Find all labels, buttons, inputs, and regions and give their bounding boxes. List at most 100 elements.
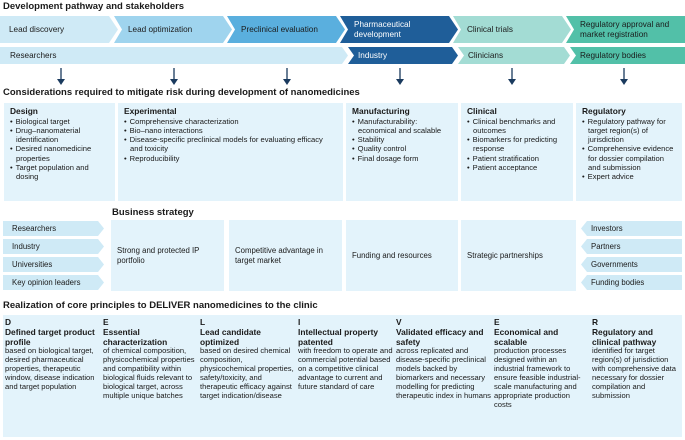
deliver-text: across replicated and disease-specific p… <box>396 346 491 400</box>
considerations-title: Considerations required to mitigate risk… <box>3 87 360 98</box>
consideration-item: Biomarkers for predicting response <box>467 135 567 153</box>
business-left-label: Key opinion leaders <box>12 278 81 287</box>
down-arrow-icon <box>170 68 178 85</box>
business-right-chevron: Funding bodies <box>581 275 682 290</box>
deliver-letter: I <box>298 317 301 327</box>
stage-chevron: Pharmaceutical development <box>340 16 458 43</box>
deliver-letter: E <box>103 317 109 327</box>
stage-label: Pharmaceutical development <box>354 20 411 39</box>
deliver-text: based on biological target, desired phar… <box>5 346 95 392</box>
stakeholder-label: Industry <box>358 51 388 60</box>
business-left-chevron: Key opinion leaders <box>3 275 104 290</box>
consideration-box-manufacturing: ManufacturingManufacturability: economic… <box>346 103 458 201</box>
business-right-chevron: Partners <box>581 239 682 254</box>
stage-label: Lead discovery <box>9 24 65 34</box>
business-right-chevron: Investors <box>581 221 682 236</box>
deliver-text: production processes designed within an … <box>494 346 581 409</box>
stage-label: Clinical trials <box>467 24 513 34</box>
deliver-heading: Intellectual property patented <box>298 326 379 347</box>
stage-chevron: Lead optimization <box>114 16 232 43</box>
consideration-item: Expert advice <box>582 172 676 181</box>
deliver-heading: Economical and scalable <box>494 326 559 347</box>
business-left-chevron: Universities <box>3 257 104 272</box>
stakeholder-bar: Industry <box>348 47 458 64</box>
business-strategy-cell: Competitive advantage in target market <box>229 220 342 291</box>
stage-chevron: Preclinical evaluation <box>227 16 345 43</box>
consideration-item: Patient acceptance <box>467 163 567 172</box>
business-strategy-cell: Strategic partnerships <box>461 220 576 291</box>
deliver-letter: V <box>396 317 402 327</box>
deliver-text: with freedom to operate and commercial p… <box>298 346 393 392</box>
business-right-label: Investors <box>591 224 623 233</box>
consideration-item: Final dosage form <box>352 154 452 163</box>
business-title: Business strategy <box>112 207 194 218</box>
stakeholder-bar: Clinicians <box>458 47 570 64</box>
stakeholder-label: Clinicians <box>468 51 504 60</box>
pathway-title: Development pathway and stakeholders <box>3 1 185 12</box>
down-arrow-icon <box>396 68 404 85</box>
stage-chevron: Clinical trials <box>453 16 571 43</box>
deliver-title: Realization of core principles to DELIVE… <box>3 300 318 311</box>
deliver-letter: D <box>5 317 12 327</box>
consideration-box-design: DesignBiological targetDrug–nanomaterial… <box>4 103 115 201</box>
consideration-item: Clinical benchmarks and outcomes <box>467 117 567 135</box>
deliver-heading: Lead candidate optimized <box>200 326 261 347</box>
deliver-heading: Regulatory and clinical pathway <box>592 326 657 347</box>
consideration-list: Biological targetDrug–nanomaterial ident… <box>10 117 109 181</box>
consideration-item: Comprehensive evidence for dossier compi… <box>582 144 676 171</box>
consideration-list: Clinical benchmarks and outcomesBiomarke… <box>467 117 567 172</box>
business-left-label: Industry <box>12 242 40 251</box>
consideration-item: Stability <box>352 135 452 144</box>
deliver-letter: L <box>200 317 206 327</box>
stage-chevron: Lead discovery <box>0 16 118 43</box>
consideration-item: Regulatory pathway for target region(s) … <box>582 117 676 144</box>
deliver-text: identified for target region(s) of juris… <box>592 346 676 400</box>
business-right-label: Funding bodies <box>591 278 645 287</box>
stage-chevron: Regulatory approval and market registrat… <box>566 16 685 43</box>
consideration-box-clinical: ClinicalClinical benchmarks and outcomes… <box>461 103 573 201</box>
stakeholder-bar: Regulatory bodies <box>570 47 685 64</box>
consideration-heading: Experimental <box>124 106 177 116</box>
business-strategy-cell: Strong and protected IP portfolio <box>111 220 224 291</box>
consideration-item: Bio–nano interactions <box>124 126 337 135</box>
business-right-label: Governments <box>591 260 638 269</box>
down-arrow-icon <box>57 68 65 85</box>
stage-label: Preclinical evaluation <box>241 24 318 34</box>
deliver-heading: Essential characterization <box>103 326 168 347</box>
business-left-label: Universities <box>12 260 53 269</box>
consideration-heading: Design <box>10 106 38 116</box>
consideration-heading: Manufacturing <box>352 106 410 116</box>
consideration-heading: Clinical <box>467 106 497 116</box>
business-left-chevron: Researchers <box>3 221 104 236</box>
consideration-heading: Regulatory <box>582 106 626 116</box>
consideration-item: Manufacturability: economical and scalab… <box>352 117 452 135</box>
consideration-item: Reproducibility <box>124 154 337 163</box>
consideration-item: Patient stratification <box>467 154 567 163</box>
consideration-list: Regulatory pathway for target region(s) … <box>582 117 676 181</box>
consideration-item: Disease-specific preclinical models for … <box>124 135 337 153</box>
business-strategy-cell: Funding and resources <box>346 220 458 291</box>
business-strategy-text: Strategic partnerships <box>467 250 543 260</box>
stage-label: Lead optimization <box>128 24 193 34</box>
stage-label: Regulatory approval and market registrat… <box>580 20 670 39</box>
deliver-text: based on desired chemical composition, p… <box>200 346 294 400</box>
deliver-letter: E <box>494 317 500 327</box>
consideration-box-experimental: ExperimentalComprehensive characterizati… <box>118 103 343 201</box>
consideration-item: Desired nanomedicine properties <box>10 144 109 162</box>
pathway-arrows <box>57 68 628 85</box>
deliver-heading: Defined target product profile <box>5 326 95 347</box>
deliver-panel <box>3 315 682 437</box>
consideration-item: Quality control <box>352 144 452 153</box>
business-left-chevron: Industry <box>3 239 104 254</box>
down-arrow-icon <box>508 68 516 85</box>
business-strategy-text: Funding and resources <box>352 250 432 260</box>
business-strategy-text: Strong and protected IP portfolio <box>117 245 200 265</box>
deliver-letter: R <box>592 317 599 327</box>
consideration-item: Drug–nanomaterial identification <box>10 126 109 144</box>
consideration-list: Comprehensive characterizationBio–nano i… <box>124 117 337 163</box>
consideration-item: Biological target <box>10 117 109 126</box>
